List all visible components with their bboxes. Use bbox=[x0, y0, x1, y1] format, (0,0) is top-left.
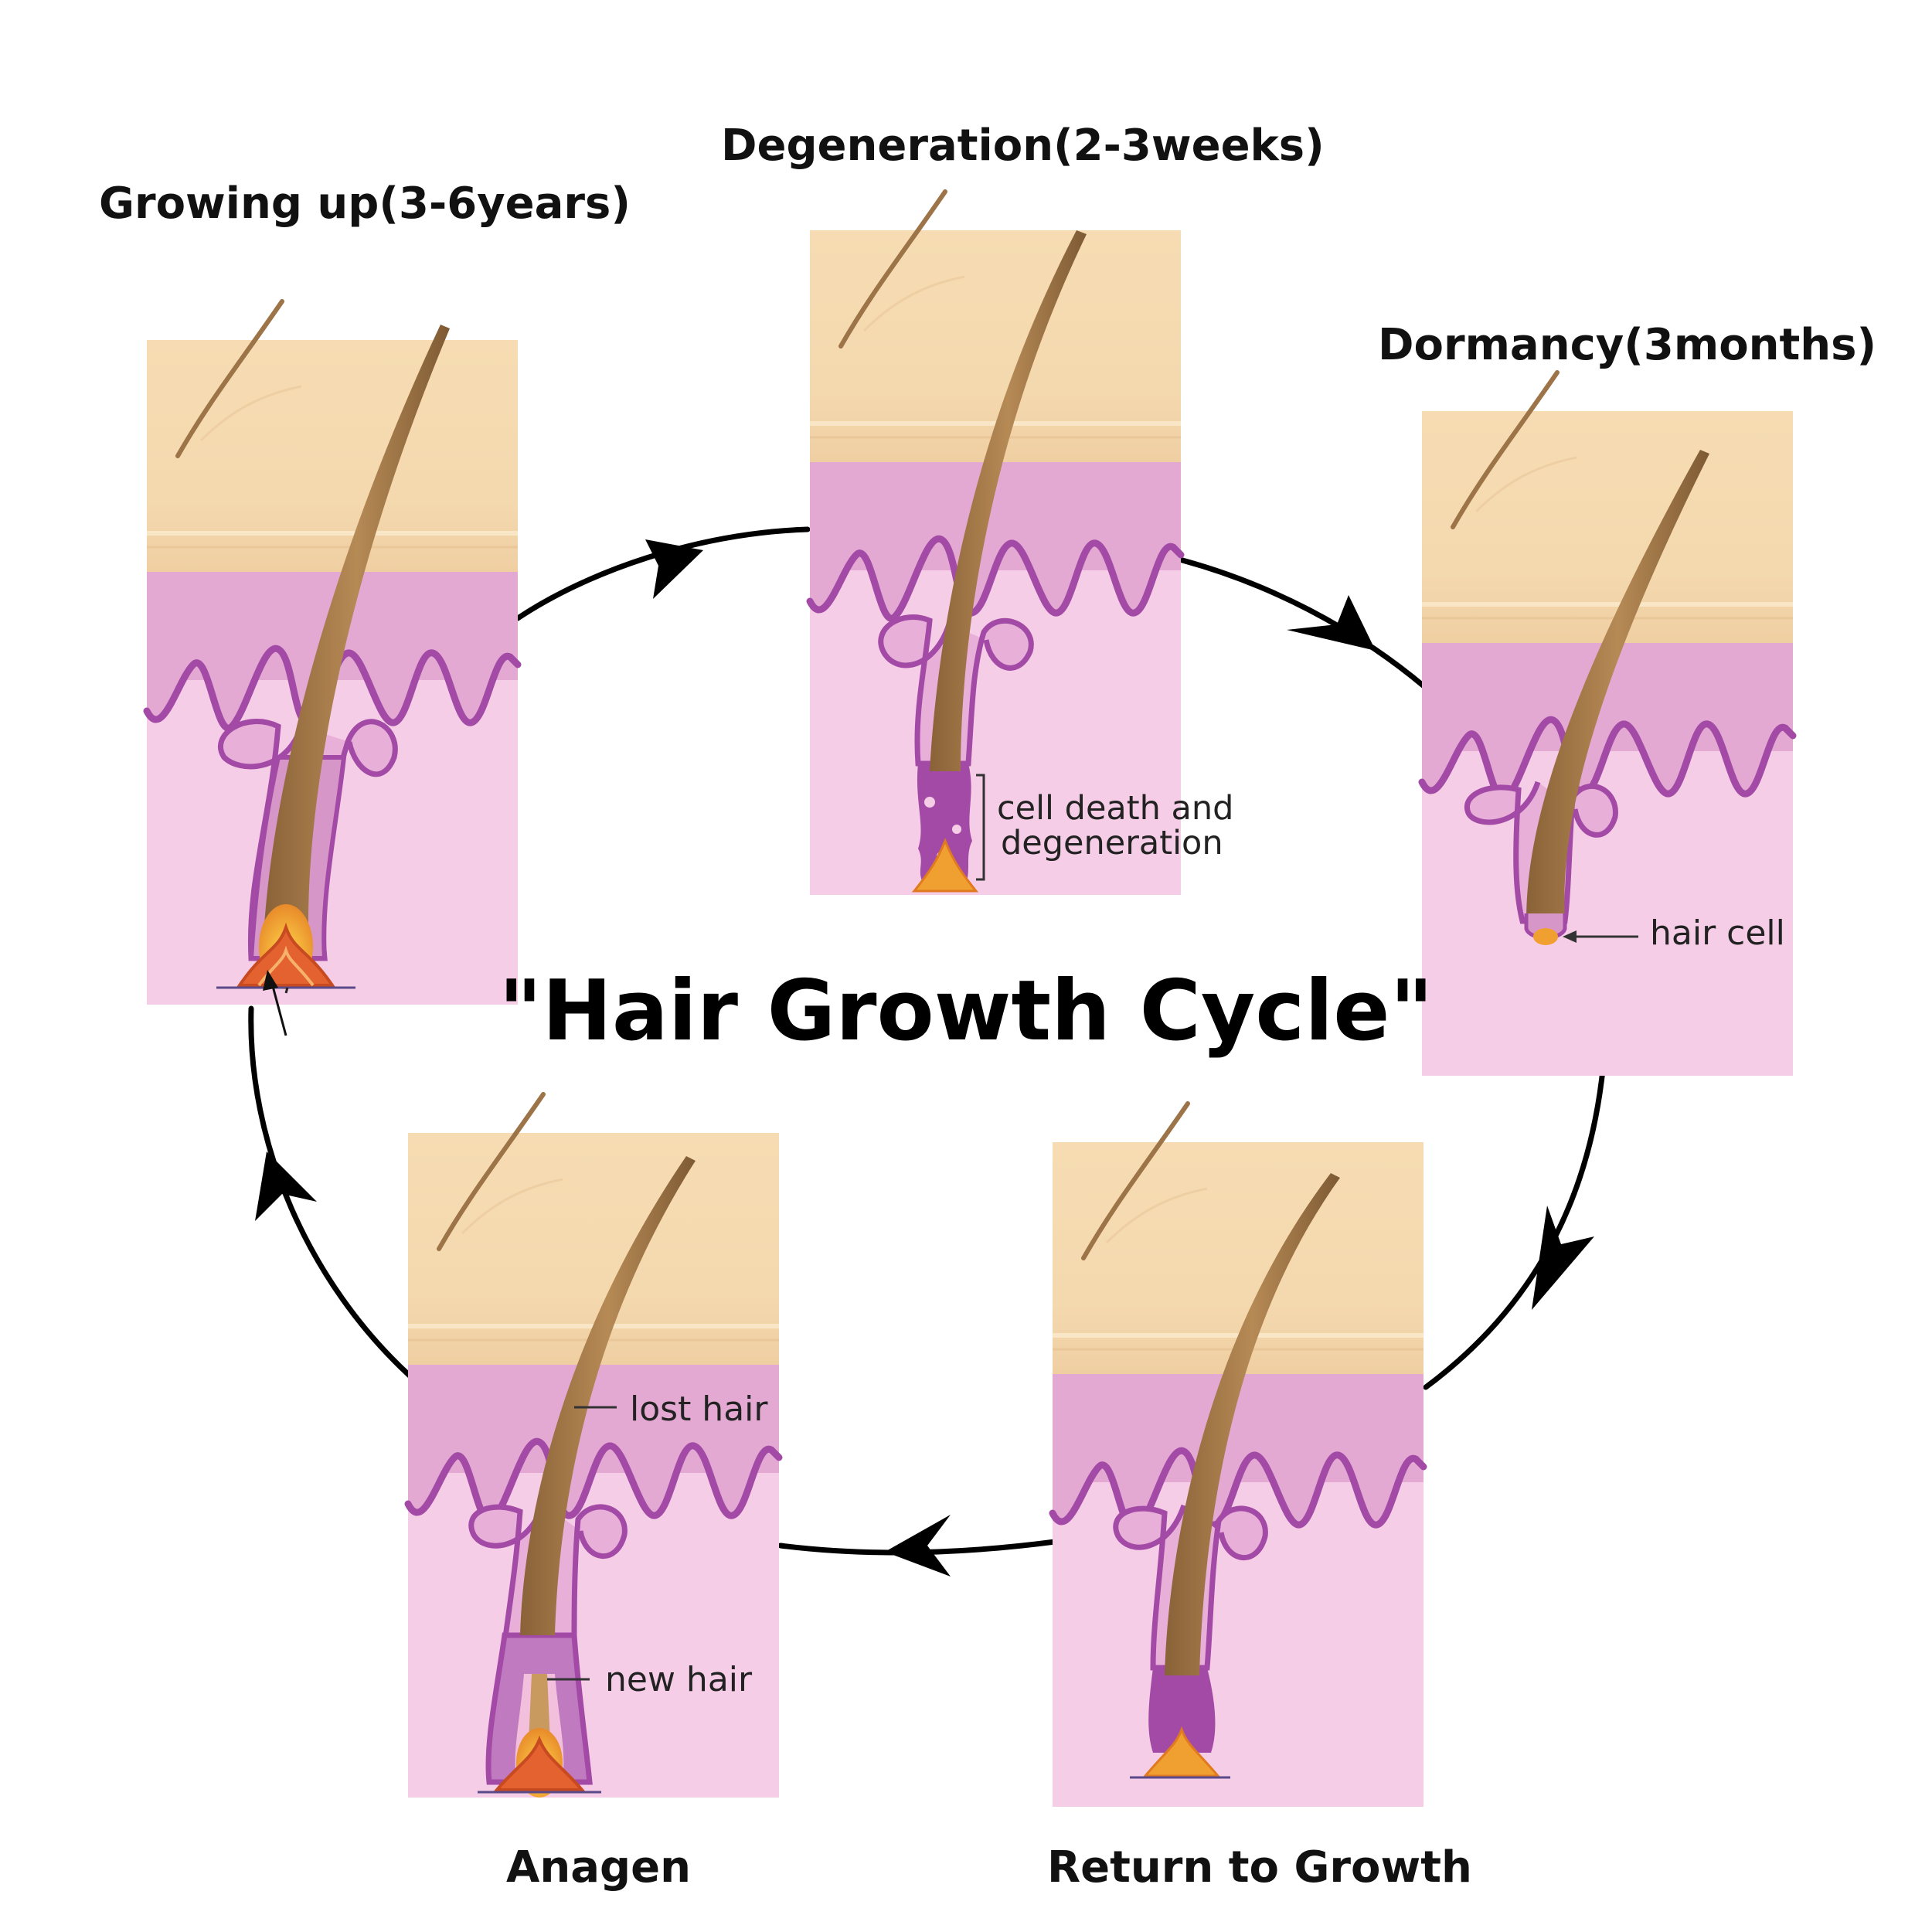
anagen-annotation-lost: lost hair bbox=[630, 1389, 768, 1429]
label-anagen: Anagen bbox=[506, 1842, 691, 1893]
degeneration-annotation-line2: degeneration bbox=[1001, 824, 1223, 862]
arrowhead-4 bbox=[885, 1515, 951, 1577]
panel-growing bbox=[147, 301, 518, 1005]
arrow-growing-to-degeneration bbox=[515, 526, 811, 621]
arrowhead-1 bbox=[645, 539, 703, 599]
arrowhead-2 bbox=[1287, 595, 1376, 651]
arrowheads bbox=[255, 539, 1594, 1577]
label-growing: Growing up(3-6years) bbox=[99, 179, 631, 229]
diagram-title: "Hair Growth Cycle" bbox=[498, 963, 1434, 1060]
anagen-annotation-new: new hair bbox=[605, 1660, 753, 1699]
label-dormancy: Dormancy(3months) bbox=[1378, 320, 1876, 370]
growing-pointer-head bbox=[263, 970, 278, 991]
dormancy-annotation: hair cell bbox=[1650, 913, 1785, 953]
panel-anagen bbox=[408, 1094, 779, 1798]
panel-return bbox=[1053, 1104, 1423, 1807]
panel-dormancy bbox=[1422, 372, 1793, 1076]
label-return: Return to Growth bbox=[1047, 1842, 1472, 1893]
arrowhead-3 bbox=[1532, 1206, 1594, 1310]
label-degeneration: Degeneration(2-3weeks) bbox=[721, 121, 1325, 171]
arrow-anagen-to-growing bbox=[248, 1005, 413, 1379]
arrow-degeneration-to-dormancy bbox=[1179, 557, 1429, 691]
panel-degeneration bbox=[810, 192, 1181, 895]
arrow-dormancy-to-return bbox=[1423, 1060, 1607, 1390]
degeneration-annotation-line1: cell death and bbox=[997, 789, 1233, 828]
arrowhead-5 bbox=[255, 1151, 317, 1221]
